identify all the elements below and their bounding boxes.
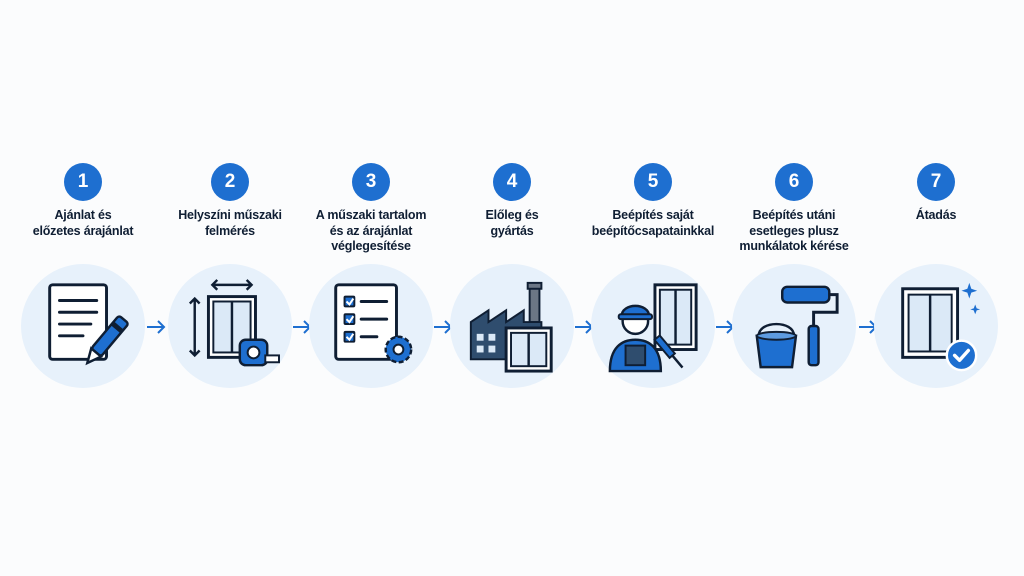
step-1-icon-circle bbox=[21, 264, 145, 388]
step-label: Előleg és gyártás bbox=[485, 208, 539, 238]
step-label: Beépítés utáni esetleges plusz munkálato… bbox=[739, 208, 849, 253]
step-label: Átadás bbox=[915, 208, 957, 222]
arrow-icon bbox=[145, 318, 167, 336]
step-1: 1 Ajánlat és előzetes árajánlat bbox=[13, 163, 153, 260]
step-label: Beépítés saját beépítőcsapatainkkal bbox=[591, 208, 715, 238]
step-2-icon-circle bbox=[168, 264, 292, 388]
factory-window-icon bbox=[469, 281, 553, 373]
step-5-icon-circle bbox=[591, 264, 715, 388]
step-label: Helyszíni műszaki felmérés bbox=[178, 208, 282, 238]
step-number-badge: 2 bbox=[211, 163, 249, 201]
step-7: 7 Átadás bbox=[866, 163, 1006, 260]
step-3: 3 A műszaki tartalom és az árajánlat vég… bbox=[301, 163, 441, 260]
window-checkmark-icon bbox=[901, 282, 981, 372]
step-label: A műszaki tartalom és az árajánlat végle… bbox=[315, 208, 427, 253]
step-2: 2 Helyszíni műszaki felmérés bbox=[160, 163, 300, 260]
step-6-icon-circle bbox=[732, 264, 856, 388]
step-7-icon-circle bbox=[874, 264, 998, 388]
checklist-gear-icon bbox=[334, 283, 413, 364]
step-4-icon-circle bbox=[450, 264, 574, 388]
step-5: 5 Beépítés saját beépítőcsapatainkkal bbox=[583, 163, 723, 260]
paint-bucket-roller-icon bbox=[755, 285, 839, 369]
step-number-badge: 5 bbox=[634, 163, 672, 201]
step-number-badge: 1 bbox=[64, 163, 102, 201]
step-3-icon-circle bbox=[309, 264, 433, 388]
step-number-badge: 6 bbox=[775, 163, 813, 201]
step-number-badge: 7 bbox=[917, 163, 955, 201]
step-number-badge: 3 bbox=[352, 163, 390, 201]
step-number-badge: 4 bbox=[493, 163, 531, 201]
step-6: 6 Beépítés utáni esetleges plusz munkála… bbox=[724, 163, 864, 260]
document-pen-icon bbox=[48, 283, 129, 366]
step-4: 4 Előleg és gyártás bbox=[442, 163, 582, 260]
window-measuring-tape-icon bbox=[188, 279, 280, 367]
installer-worker-icon bbox=[608, 283, 698, 373]
step-label: Ajánlat és előzetes árajánlat bbox=[32, 208, 134, 238]
